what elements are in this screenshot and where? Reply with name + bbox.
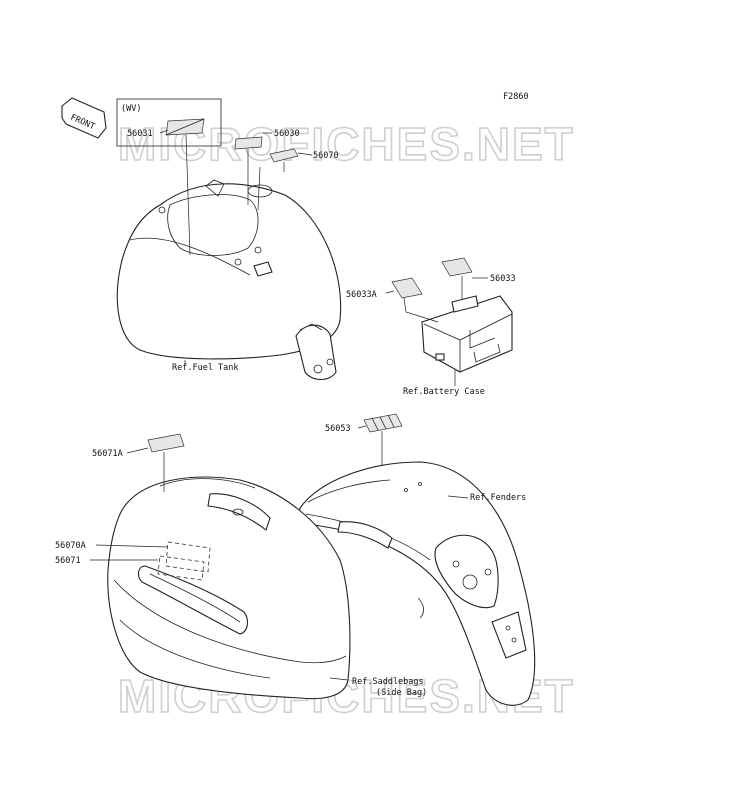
decal-56071A — [147, 433, 185, 453]
label-56053: 56053 — [325, 424, 351, 434]
variant-box-label: (WV) — [121, 104, 141, 114]
label-56070: 56070 — [313, 151, 339, 161]
decal-area-56071 — [157, 555, 205, 581]
front-arrow-icon: FRONT — [61, 97, 107, 139]
label-56071A: 56071A — [92, 449, 123, 459]
label-56033A: 56033A — [346, 290, 377, 300]
ref-fuel-tank: Ref.Fuel Tank — [172, 363, 239, 373]
label-56071: 56071 — [55, 556, 81, 566]
decal-56030 — [234, 136, 263, 150]
saddlebag — [107, 476, 351, 700]
decal-56033A — [391, 277, 423, 299]
label-56033: 56033 — [490, 274, 516, 284]
fuel-tank — [116, 179, 342, 381]
label-56070A: 56070A — [55, 541, 86, 551]
decal-area-56070A — [165, 541, 211, 573]
ref-battery-case: Ref.Battery Case — [403, 387, 485, 397]
fender — [299, 461, 536, 706]
ref-fenders: Ref.Fenders — [470, 493, 526, 503]
label-56030: 56030 — [274, 129, 300, 139]
battery-case — [421, 295, 513, 373]
label-56031: 56031 — [127, 129, 153, 139]
decal-56070 — [269, 148, 299, 163]
figure-code: F2860 — [503, 92, 529, 102]
variant-box — [116, 98, 222, 147]
ref-saddlebags-sub: (Side Bag) — [376, 688, 427, 698]
decal-56033 — [441, 257, 473, 277]
ref-saddlebags: Ref.Saddlebags — [352, 677, 424, 687]
